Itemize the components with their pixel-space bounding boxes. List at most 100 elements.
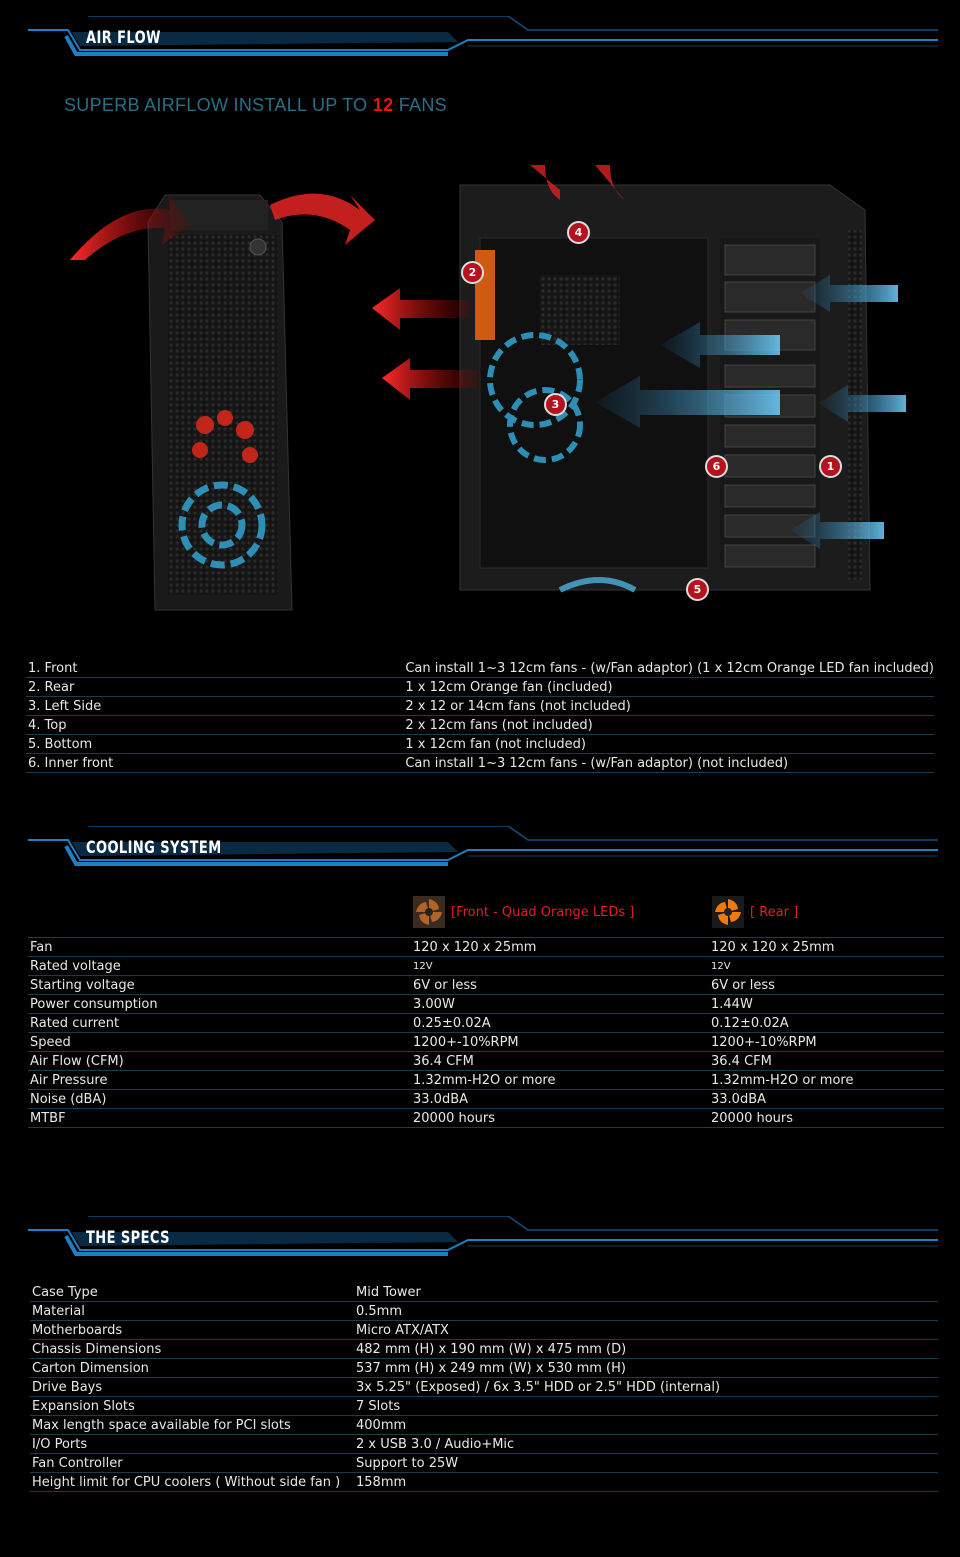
front-value: 20000 hours (411, 1108, 709, 1128)
subtitle-text: SUPERB AIRFLOW INSTALL UP TO (64, 95, 373, 115)
marker-6: 6 (705, 455, 728, 478)
row-value: 1 x 12cm fan (not included) (403, 734, 934, 754)
marker-2: 2 (461, 261, 484, 284)
row-label: Air Pressure (28, 1070, 411, 1090)
rear-value: 1.32mm-H2O or more (709, 1070, 944, 1090)
row-label: Carton Dimension (30, 1358, 354, 1378)
rear-value: 36.4 CFM (709, 1051, 944, 1071)
row-value: 2 x USB 3.0 / Audio+Mic (354, 1434, 938, 1454)
row-value: 158mm (354, 1472, 938, 1492)
row-label: Height limit for CPU coolers ( Without s… (30, 1472, 354, 1492)
front-value: 3.00W (411, 994, 709, 1014)
front-value: 36.4 CFM (411, 1051, 709, 1071)
row-label: MTBF (28, 1108, 411, 1128)
row-label: Fan Controller (30, 1453, 354, 1473)
row-value: 1 x 12cm Orange fan (included) (403, 677, 934, 697)
table-row: Height limit for CPU coolers ( Without s… (30, 1472, 938, 1492)
row-value: 400mm (354, 1415, 938, 1435)
row-label: Speed (28, 1032, 411, 1052)
row-value: 537 mm (H) x 249 mm (W) x 530 mm (H) (354, 1358, 938, 1378)
row-value: Micro ATX/ATX (354, 1320, 938, 1340)
case-airflow-diagram (70, 165, 906, 611)
rear-value: 6V or less (709, 975, 944, 995)
specs-header: THE SPECS (28, 1216, 938, 1260)
airflow-illustration: 4 2 3 6 1 5 (0, 150, 960, 620)
cooling-header: COOLING SYSTEM (28, 826, 938, 870)
front-value: 6V or less (411, 975, 709, 995)
row-label: 3. Left Side (26, 696, 404, 716)
row-label: 6. Inner front (26, 753, 404, 773)
row-label: Noise (dBA) (28, 1089, 411, 1109)
row-value: Mid Tower (354, 1283, 938, 1302)
row-label: Starting voltage (28, 975, 411, 995)
rear-value: 120 x 120 x 25mm (709, 937, 944, 957)
row-value: Can install 1~3 12cm fans - (w/Fan adapt… (403, 753, 934, 773)
row-label: Air Flow (CFM) (28, 1051, 411, 1071)
rear-value: 1.44W (709, 994, 944, 1014)
row-label: 5. Bottom (26, 734, 404, 754)
rear-value: 33.0dBA (709, 1089, 944, 1109)
front-value: 12V (411, 956, 709, 976)
row-label: Fan (28, 937, 411, 957)
row-label: 4. Top (26, 715, 404, 735)
header-banner-graphic (28, 16, 938, 56)
header-banner-graphic (28, 826, 938, 866)
front-value: 1200+-10%RPM (411, 1032, 709, 1052)
row-label: 1. Front (26, 659, 404, 678)
front-fan-header: [Front - Quad Orange LEDs ] (413, 895, 634, 929)
row-label: Case Type (30, 1283, 354, 1302)
row-value: 2 x 12cm fans (not included) (403, 715, 934, 735)
row-label: Rated current (28, 1013, 411, 1033)
row-label: Power consumption (28, 994, 411, 1014)
rear-value: 0.12±0.02A (709, 1013, 944, 1033)
front-value: 0.25±0.02A (411, 1013, 709, 1033)
row-label: Max length space available for PCI slots (30, 1415, 354, 1435)
row-value: 7 Slots (354, 1396, 938, 1416)
rear-value: 1200+-10%RPM (709, 1032, 944, 1052)
row-label: Material (30, 1301, 354, 1321)
row-label: Chassis Dimensions (30, 1339, 354, 1359)
row-label: Rated voltage (28, 956, 411, 976)
marker-5: 5 (686, 578, 709, 601)
marker-1: 1 (819, 455, 842, 478)
rear-fan-header: [ Rear ] (712, 895, 798, 929)
row-label: Expansion Slots (30, 1396, 354, 1416)
front-fan-icon (413, 896, 445, 928)
rear-value: 20000 hours (709, 1108, 944, 1128)
front-fan-label: [Front - Quad Orange LEDs ] (451, 904, 635, 920)
header-banner-graphic (28, 1216, 938, 1256)
marker-4: 4 (567, 221, 590, 244)
airflow-subtitle: SUPERB AIRFLOW INSTALL UP TO 12 FANS (64, 95, 447, 116)
rear-fan-icon (712, 896, 744, 928)
cooling-title: COOLING SYSTEM (86, 838, 222, 858)
marker-3: 3 (544, 393, 567, 416)
airflow-title: AIR FLOW (86, 28, 161, 48)
specs-title: THE SPECS (86, 1228, 170, 1248)
rear-fan-label: [ Rear ] (750, 904, 799, 920)
front-value: 120 x 120 x 25mm (411, 937, 709, 957)
row-value: 0.5mm (354, 1301, 938, 1321)
